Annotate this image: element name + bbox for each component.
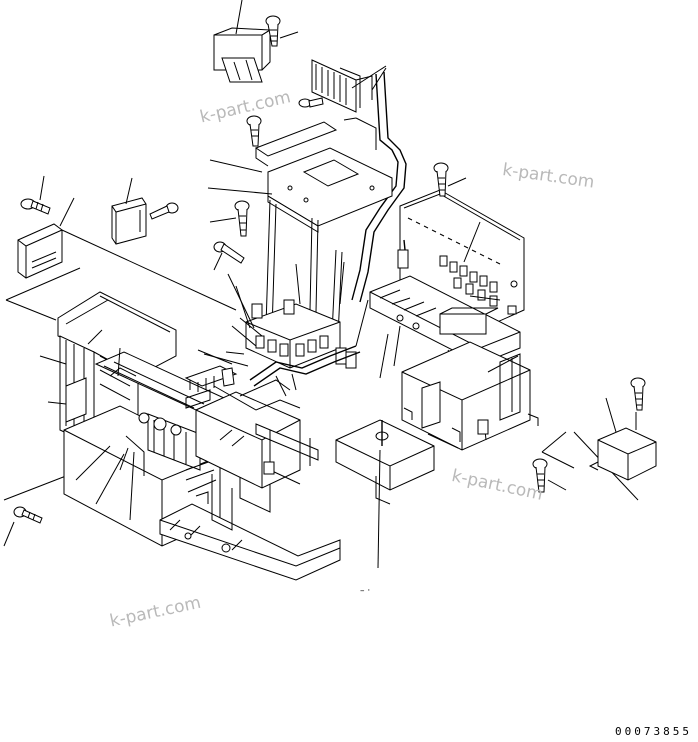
top-bracket bbox=[213, 27, 272, 83]
lower-right-housing bbox=[401, 341, 539, 451]
control-box bbox=[369, 275, 521, 379]
mounting-bracket-center bbox=[335, 419, 435, 505]
cover-plate-left bbox=[17, 223, 63, 279]
relay-cluster-center bbox=[213, 261, 361, 411]
bolt-small-mid bbox=[298, 97, 324, 108]
support-rods bbox=[265, 199, 343, 337]
bolt-far-left bbox=[20, 198, 51, 215]
mounting-plate-upper bbox=[254, 121, 393, 233]
bolt-bracket-small bbox=[149, 202, 179, 220]
bolt-right bbox=[433, 162, 449, 197]
bolt-top bbox=[265, 15, 281, 47]
bolt-lower-right bbox=[532, 458, 548, 493]
connector-strip-top bbox=[311, 59, 373, 113]
bolt-plate bbox=[246, 115, 262, 147]
drawing-number: 00073855 bbox=[615, 725, 692, 738]
wire-harness-upper bbox=[343, 71, 407, 303]
bolt-left-mid bbox=[234, 200, 250, 237]
svg-text:– ·: – · bbox=[360, 586, 370, 596]
bolt-bottom-left bbox=[13, 506, 43, 524]
bolt-angled bbox=[213, 241, 245, 264]
central-tower bbox=[195, 391, 319, 489]
bolt-far-right bbox=[630, 377, 646, 411]
relay-modules-middle bbox=[184, 349, 249, 409]
side-cover-right bbox=[588, 427, 657, 481]
bracket-small-left bbox=[111, 197, 147, 245]
